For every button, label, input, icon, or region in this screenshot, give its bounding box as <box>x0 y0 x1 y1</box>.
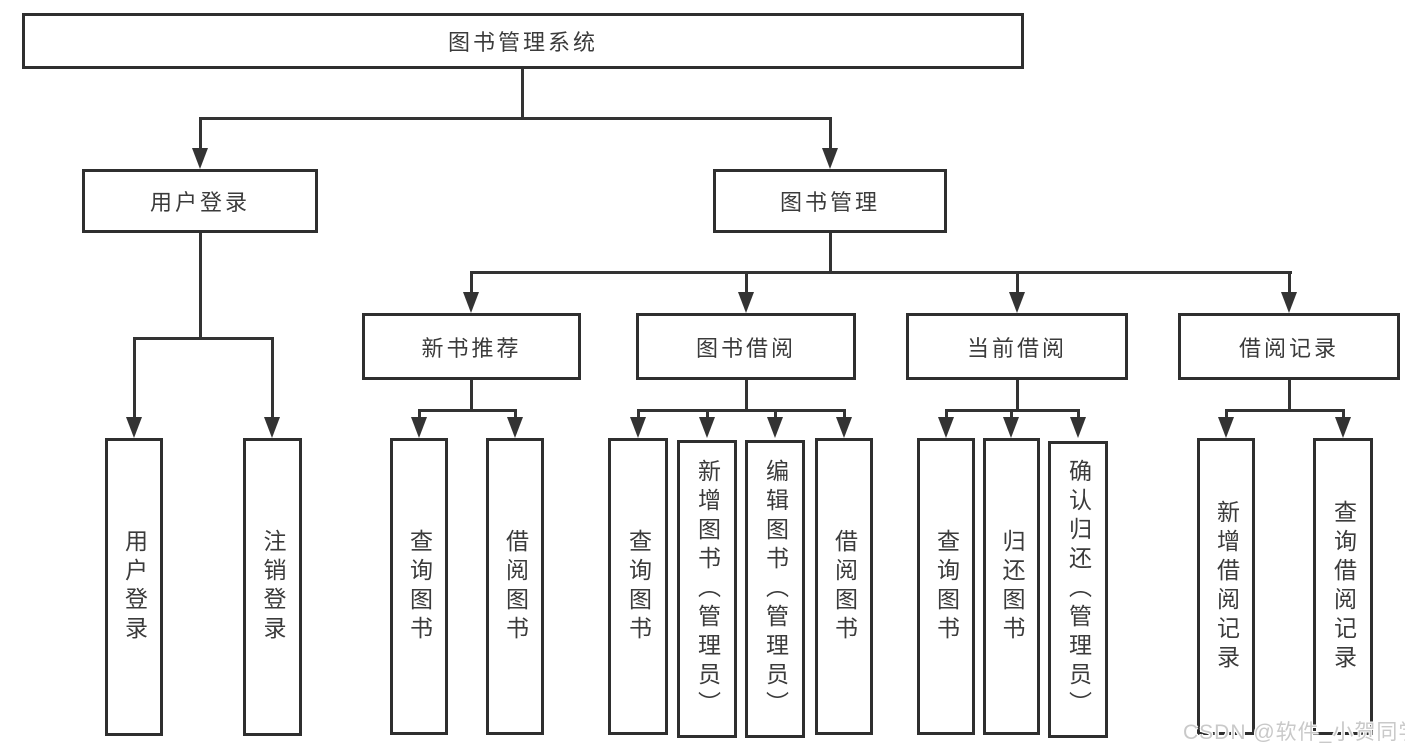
csdn-watermark: CSDN @软件_小贺同学 <box>1183 721 1405 744</box>
connector-leaf <box>1342 409 1345 417</box>
arrow-down-icon <box>1003 417 1019 438</box>
leaf-borrow-book: 借阅图书 <box>815 438 873 735</box>
leaf-current-query-book: 查询图书 <box>917 438 975 735</box>
connector-book-borrow-drop <box>745 380 748 409</box>
connector-to-new-book-recommend <box>470 271 473 292</box>
leaf-borrow-query-book: 查询图书 <box>608 438 668 735</box>
connector-leaf <box>1077 409 1080 417</box>
node-user-login: 用户登录 <box>82 169 318 233</box>
connector-borrow-records-split <box>1225 409 1344 412</box>
leaf-borrow-query-book-label: 查询图书 <box>625 528 652 645</box>
connector-to-current-borrow <box>1016 271 1019 292</box>
node-borrow-records: 借阅记录 <box>1178 313 1400 380</box>
connector-to-user-login <box>199 117 202 150</box>
leaf-add-book-admin: 新增图书（管理员） <box>677 440 737 738</box>
node-book-borrow-label: 图书借阅 <box>695 335 796 361</box>
arrow-down-icon <box>767 417 783 438</box>
arrow-down-icon <box>1070 417 1086 438</box>
connector-book-mgmt-split <box>470 271 1292 274</box>
connector-leaf <box>1010 409 1013 417</box>
node-root-label: 图书管理系统 <box>447 30 598 55</box>
connector-leaf <box>418 409 421 417</box>
connector-recommend-split <box>418 409 516 412</box>
arrow-down-icon <box>938 417 954 438</box>
arrow-down-icon <box>836 417 852 438</box>
leaf-query-borrow-record: 查询借阅记录 <box>1313 438 1373 735</box>
connector-root-drop <box>521 69 524 117</box>
node-new-book-recommend: 新书推荐 <box>362 313 581 380</box>
connector-leaf <box>637 409 640 417</box>
leaf-edit-book-admin: 编辑图书（管理员） <box>745 440 805 738</box>
leaf-user-login: 用户登录 <box>105 438 163 736</box>
leaf-recommend-borrow-book: 借阅图书 <box>486 438 544 735</box>
leaf-borrow-book-label: 借阅图书 <box>831 528 858 645</box>
leaf-current-query-book-label: 查询图书 <box>933 528 960 645</box>
node-book-management-label: 图书管理 <box>779 190 880 215</box>
arrow-down-icon <box>1335 417 1351 438</box>
connector-book-borrow-split <box>637 409 845 412</box>
leaf-logout: 注销登录 <box>243 438 302 736</box>
leaf-recommend-query-book-label: 查询图书 <box>406 528 433 645</box>
arrow-down-icon <box>192 148 208 169</box>
connector-to-leaf-logout <box>271 337 274 417</box>
arrow-down-icon <box>264 417 280 438</box>
arrow-down-icon <box>630 417 646 438</box>
leaf-add-borrow-record-label: 新增借阅记录 <box>1213 499 1240 674</box>
leaf-recommend-borrow-book-label: 借阅图书 <box>502 528 529 645</box>
arrow-down-icon <box>463 292 479 313</box>
connector-borrow-records-drop <box>1288 380 1291 409</box>
leaf-confirm-return-admin: 确认归还（管理员） <box>1048 441 1108 738</box>
connector-to-book-borrow <box>745 271 748 292</box>
connector-leaf <box>514 409 517 417</box>
connector-leaf <box>843 409 846 417</box>
connector-to-borrow-records <box>1288 271 1291 292</box>
leaf-return-book: 归还图书 <box>983 438 1040 735</box>
node-book-borrow: 图书借阅 <box>636 313 856 380</box>
connector-leaf <box>774 409 777 417</box>
leaf-add-borrow-record: 新增借阅记录 <box>1197 438 1255 735</box>
connector-book-mgmt-drop <box>829 233 832 271</box>
node-root: 图书管理系统 <box>22 13 1024 69</box>
arrow-down-icon <box>1218 417 1234 438</box>
leaf-add-book-admin-label: 新增图书（管理员） <box>694 458 721 720</box>
leaf-edit-book-admin-label: 编辑图书（管理员） <box>762 458 789 720</box>
leaf-return-book-label: 归还图书 <box>999 528 1025 645</box>
connector-leaf <box>945 409 948 417</box>
node-book-management: 图书管理 <box>713 169 947 233</box>
arrow-down-icon <box>699 417 715 438</box>
connector-root-split <box>199 117 832 120</box>
connector-user-login-drop <box>199 233 202 337</box>
arrow-down-icon <box>738 292 754 313</box>
arrow-down-icon <box>507 417 523 438</box>
connector-user-login-split <box>133 337 274 340</box>
connector-to-leaf-user-login <box>133 337 136 417</box>
arrow-down-icon <box>1009 292 1025 313</box>
connector-leaf <box>1225 409 1228 417</box>
node-current-borrow-label: 当前借阅 <box>966 335 1067 361</box>
arrow-down-icon <box>411 417 427 438</box>
arrow-down-icon <box>1281 292 1297 313</box>
leaf-confirm-return-admin-label: 确认归还（管理员） <box>1065 459 1092 720</box>
leaf-query-borrow-record-label: 查询借阅记录 <box>1330 499 1357 674</box>
connector-recommend-drop <box>470 380 473 409</box>
connector-to-book-management <box>829 117 832 150</box>
arrow-down-icon <box>822 148 838 169</box>
node-borrow-records-label: 借阅记录 <box>1238 335 1339 361</box>
leaf-user-login-label: 用户登录 <box>121 529 148 645</box>
node-new-book-recommend-label: 新书推荐 <box>421 335 522 361</box>
connector-current-borrow-drop <box>1016 380 1019 409</box>
node-current-borrow: 当前借阅 <box>906 313 1128 380</box>
leaf-recommend-query-book: 查询图书 <box>390 438 448 735</box>
arrow-down-icon <box>126 417 142 438</box>
node-user-login-label: 用户登录 <box>149 190 250 215</box>
connector-leaf <box>706 409 709 417</box>
leaf-logout-label: 注销登录 <box>260 529 286 645</box>
